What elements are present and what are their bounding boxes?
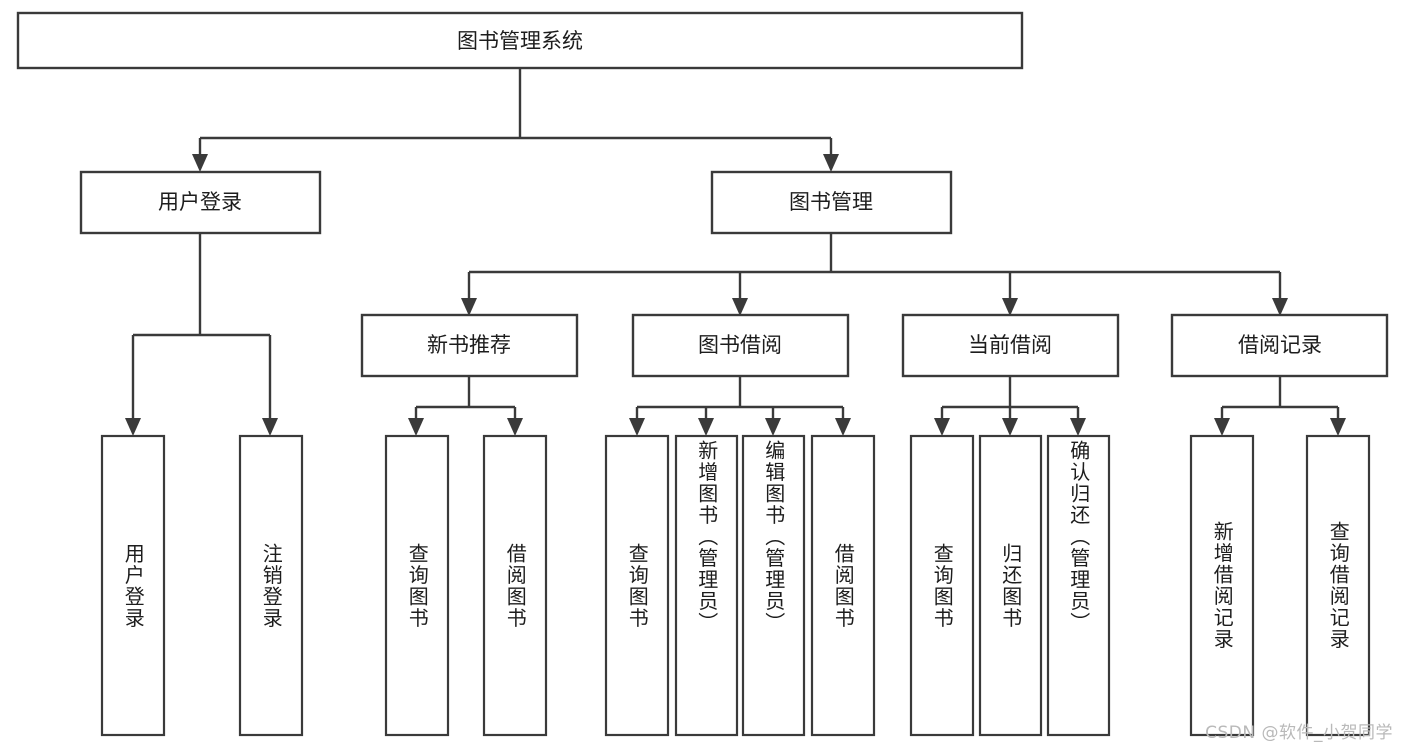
- arrow-to-book-borrow: [732, 298, 748, 316]
- arrow-to-leaf-confirm-return: [1070, 418, 1086, 436]
- arrow-to-leaf-user-login: [125, 418, 141, 436]
- node-current-borrow[interactable]: [901, 313, 1120, 378]
- leaf-add-borrow-record[interactable]: [1189, 434, 1255, 737]
- leaf-add-book-admin[interactable]: [674, 434, 739, 737]
- arrow-to-leaf-query-book-2: [629, 418, 645, 436]
- arrow-to-leaf-return-book: [1002, 418, 1018, 436]
- arrow-to-leaf-query-record: [1330, 418, 1346, 436]
- edge-group-current-borrow: [940, 376, 1080, 420]
- node-current-borrow-label: 当前借阅: [968, 333, 1052, 357]
- edge-group-user-login: [131, 233, 272, 420]
- arrow-to-leaf-edit-book: [765, 418, 781, 436]
- edge-group-book-borrow: [635, 376, 845, 420]
- node-user-login-label: 用户登录: [158, 190, 242, 214]
- leaf-return-book[interactable]: [978, 434, 1043, 737]
- edge-group-root: [198, 68, 833, 156]
- leaf-borrow-book-borrow[interactable]: [810, 434, 876, 737]
- arrow-to-current-borrow: [1002, 298, 1018, 316]
- leaf-edit-book-admin[interactable]: [741, 434, 806, 737]
- arrow-to-leaf-borrow-book-2: [835, 418, 851, 436]
- node-new-book-recommend[interactable]: [360, 313, 579, 378]
- node-root-book-management-system[interactable]: [16, 11, 1024, 70]
- arrow-to-leaf-logout: [262, 418, 278, 436]
- node-book-borrow-label: 图书借阅: [698, 333, 782, 357]
- edge-group-borrow-record: [1220, 376, 1340, 420]
- arrow-to-leaf-add-record: [1214, 418, 1230, 436]
- node-new-book-recommend-label: 新书推荐: [427, 333, 511, 357]
- arrow-to-leaf-query-book-3: [934, 418, 950, 436]
- leaf-user-login[interactable]: [100, 434, 166, 737]
- node-book-management[interactable]: [710, 170, 953, 235]
- leaf-query-book-recommend[interactable]: [384, 434, 450, 737]
- arrow-to-leaf-query-book-1: [408, 418, 424, 436]
- arrow-to-user-login: [192, 154, 208, 172]
- leaf-logout[interactable]: [238, 434, 304, 737]
- leaf-borrow-book-recommend[interactable]: [482, 434, 548, 737]
- node-root-label: 图书管理系统: [457, 29, 583, 53]
- arrow-to-book-manage: [823, 154, 839, 172]
- leaf-query-book-current[interactable]: [909, 434, 975, 737]
- arrow-to-borrow-record: [1272, 298, 1288, 316]
- arrow-to-leaf-borrow-book-1: [507, 418, 523, 436]
- leaf-query-borrow-record[interactable]: [1305, 434, 1371, 737]
- node-book-management-label: 图书管理: [789, 190, 873, 214]
- arrow-to-new-book-recommend: [461, 298, 477, 316]
- edge-group-new-book-recommend: [414, 376, 517, 420]
- node-user-login[interactable]: [79, 170, 322, 235]
- leaf-confirm-return-admin[interactable]: [1046, 434, 1111, 737]
- edge-group-book-manage: [467, 233, 1282, 300]
- node-book-borrow[interactable]: [631, 313, 850, 378]
- leaf-query-book-borrow[interactable]: [604, 434, 670, 737]
- node-borrow-record[interactable]: [1170, 313, 1389, 378]
- node-borrow-record-label: 借阅记录: [1238, 333, 1322, 357]
- arrow-to-leaf-add-book: [698, 418, 714, 436]
